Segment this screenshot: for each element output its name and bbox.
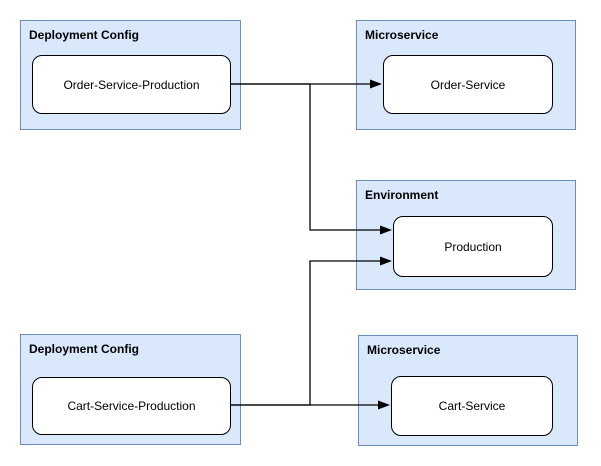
container-title: Microservice xyxy=(365,28,439,42)
container-microservice-order: Microservice Order-Service xyxy=(356,20,576,130)
node-order-service-production: Order-Service-Production xyxy=(32,55,231,114)
container-title: Microservice xyxy=(367,343,441,357)
node-cart-service-production: Cart-Service-Production xyxy=(32,377,231,435)
container-environment: Environment Production xyxy=(356,180,576,290)
node-production: Production xyxy=(393,216,553,277)
node-cart-service: Cart-Service xyxy=(391,376,553,436)
container-title: Environment xyxy=(365,188,439,202)
container-title: Deployment Config xyxy=(29,28,139,42)
container-deployment-config-cart: Deployment Config Cart-Service-Productio… xyxy=(20,334,241,445)
container-title: Deployment Config xyxy=(29,342,139,356)
node-order-service: Order-Service xyxy=(383,55,553,114)
container-microservice-cart: Microservice Cart-Service xyxy=(358,335,578,446)
container-deployment-config-order: Deployment Config Order-Service-Producti… xyxy=(20,20,241,130)
